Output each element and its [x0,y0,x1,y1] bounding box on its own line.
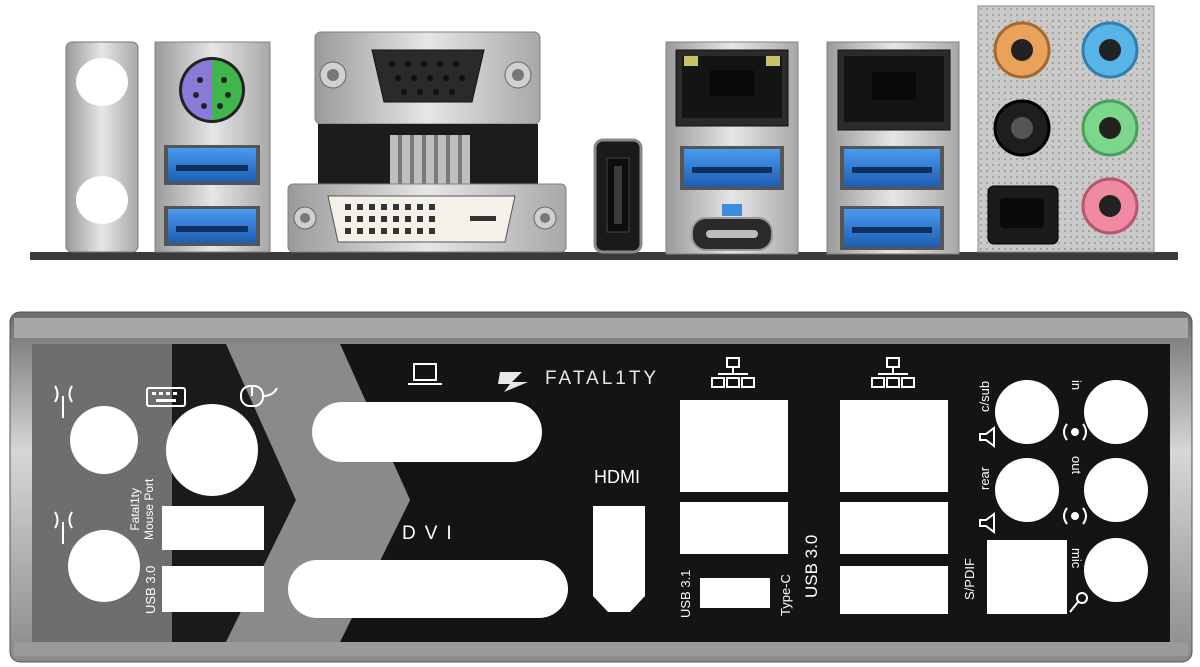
hdmi-label: HDMI [594,467,640,487]
brand-wordmark: FATAL1TY [545,368,660,389]
audio-wave-icon [1063,423,1087,441]
board-edge [30,252,1178,260]
out-label: out [1069,456,1084,475]
c-sub-label: c/sub [977,380,992,412]
wifi-antenna-icon [54,385,73,418]
speaker-icon [979,426,995,448]
network-icon [871,357,915,388]
microphone-icon [1069,592,1088,613]
io-shield [9,311,1193,663]
rear-label: rear [977,466,992,490]
ps2-usb-stack [154,41,271,253]
hdmi-port [593,138,643,254]
lan-usb-typec-stack [665,41,799,255]
audio-wave-icon [1063,507,1087,525]
mouse-icon [240,385,278,407]
dvi-label: DVI [402,523,461,544]
fatal1ty-mouse-port-label: Fatal1ty Mouse Port [128,478,157,540]
usb31-label: USB 3.1 [678,569,693,618]
type-c-label: Type-C [778,574,793,616]
speaker-icon [979,512,995,534]
ports-row [30,5,1178,260]
mic-label: mic [1069,548,1084,569]
audio-block [977,5,1155,253]
in-label: in [1069,380,1084,391]
monitor-icon [408,363,442,385]
wifi-antenna-icon [54,511,73,544]
network-icon [711,357,755,388]
keyboard-icon [146,387,186,407]
mounting-bracket [65,41,139,253]
spdif-label: S/PDIF [962,558,977,600]
usb30-right-label: USB 3.0 [802,534,821,598]
lan-usb-stack [826,41,960,255]
usb30-left-label: USB 3.0 [143,565,158,614]
fatal1ty-logo [498,372,528,392]
vga-dvi-stack [287,31,567,253]
